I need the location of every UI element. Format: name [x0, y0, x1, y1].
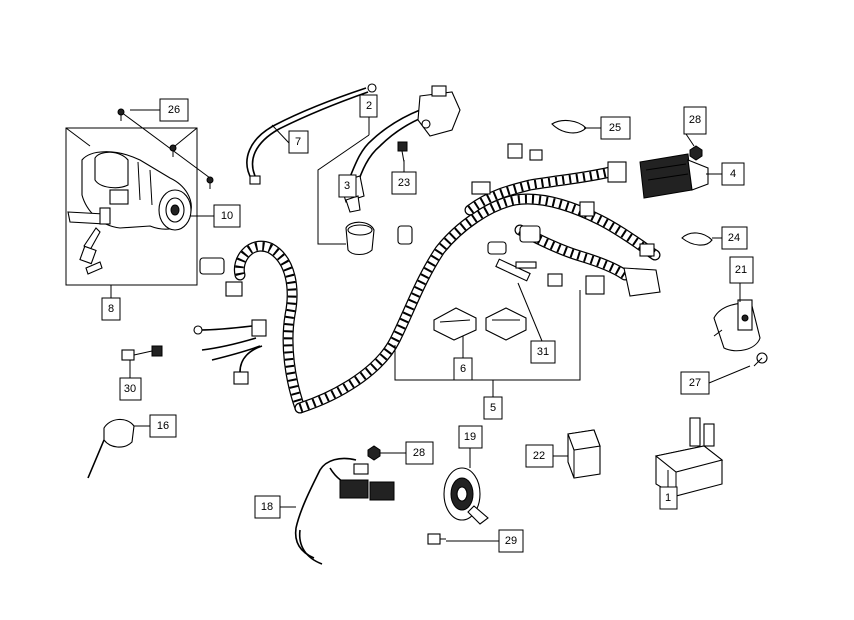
callout-10: 10 [213, 204, 241, 228]
screws-26 [117, 108, 214, 189]
callout-label: 22 [533, 450, 545, 462]
rear-wiring-harness [294, 457, 395, 565]
bolt-23 [397, 141, 408, 163]
callout-label: 21 [735, 264, 747, 276]
callout-4: 4 [721, 162, 745, 186]
callout-27: 27 [680, 371, 710, 395]
screw-27 [753, 352, 768, 367]
callout-22: 22 [525, 444, 554, 468]
callout-label: 18 [261, 501, 273, 513]
battery-cable [246, 83, 377, 185]
callout-label: 29 [505, 535, 517, 547]
leader-lines [110, 109, 751, 542]
nut-28-bottom [367, 445, 381, 461]
callout-6: 6 [453, 357, 473, 381]
callout-label: 4 [730, 168, 736, 180]
nut-28-top [689, 145, 703, 161]
voltage-regulator [639, 153, 709, 199]
callout-label: 16 [157, 420, 169, 432]
callout-label: 7 [295, 136, 301, 148]
callout-18: 18 [254, 495, 281, 519]
callout-label: 24 [728, 232, 740, 244]
callout-23: 23 [391, 171, 417, 195]
callout-label: 6 [460, 363, 466, 375]
ignition-switch-assembly [65, 127, 198, 286]
main-wiring-harness [193, 143, 661, 414]
callout-label: 3 [344, 180, 350, 192]
callout-28-bottom: 28 [405, 441, 434, 465]
callout-label: 10 [221, 210, 233, 222]
fuse-holders [433, 307, 527, 341]
callout-1: 1 [659, 486, 678, 510]
callout-label: 25 [609, 122, 621, 134]
callout-label: 28 [413, 447, 425, 459]
callout-16: 16 [149, 414, 177, 438]
callout-29: 29 [498, 529, 524, 553]
callout-label: 31 [537, 346, 549, 358]
callout-21: 21 [729, 256, 754, 284]
starter-relay [713, 299, 761, 352]
callout-31: 31 [530, 340, 556, 364]
callout-3: 3 [338, 174, 357, 198]
brake-switch [87, 418, 135, 479]
clips [551, 119, 713, 246]
callout-19: 19 [458, 425, 483, 449]
callout-7: 7 [288, 130, 309, 154]
callout-26: 26 [159, 98, 189, 122]
callout-label: 28 [689, 114, 701, 126]
callout-label: 1 [665, 492, 671, 504]
callout-30: 30 [119, 377, 142, 401]
callout-label: 19 [464, 431, 476, 443]
screw-29 [427, 533, 446, 545]
callout-5: 5 [483, 396, 503, 420]
callout-label: 5 [490, 402, 496, 414]
callout-25: 25 [600, 116, 631, 140]
callout-label: 8 [108, 303, 114, 315]
callout-label: 27 [689, 377, 701, 389]
callout-label: 2 [366, 100, 372, 112]
callout-28-top: 28 [683, 106, 707, 135]
callout-24: 24 [721, 226, 748, 250]
bolt-30 [121, 345, 163, 361]
callout-label: 30 [124, 383, 136, 395]
callout-2: 2 [359, 94, 378, 118]
flasher-relay [567, 429, 601, 479]
cdi-unit [654, 417, 724, 497]
callout-8: 8 [101, 297, 121, 321]
callout-label: 23 [398, 177, 410, 189]
horn [443, 467, 489, 525]
callout-label: 26 [168, 104, 180, 116]
